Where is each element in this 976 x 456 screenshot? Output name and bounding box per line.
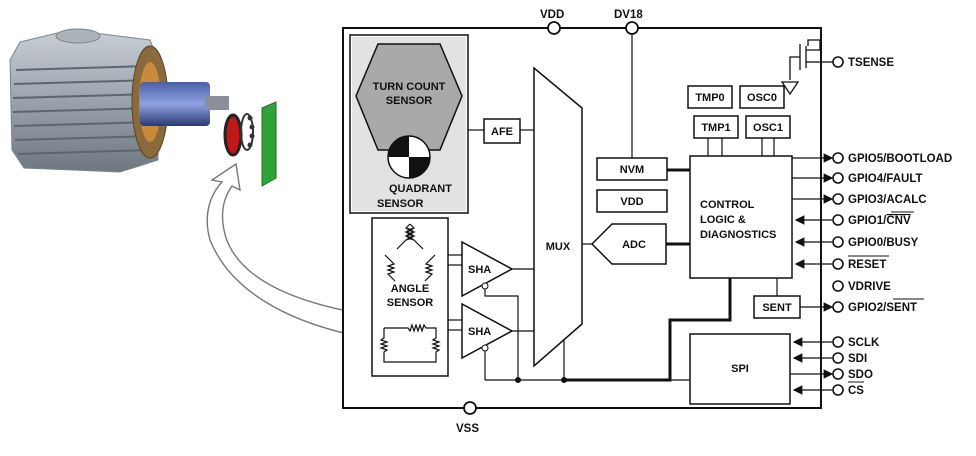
control-logic-block: CONTROL LOGIC & DIAGNOSTICS	[689, 155, 793, 279]
svg-text:SENT: SENT	[762, 302, 792, 314]
svg-text:AFE: AFE	[491, 126, 513, 138]
svg-text:GPIO5/BOOTLOAD: GPIO5/BOOTLOAD	[848, 153, 952, 165]
svg-text:TMP0: TMP0	[695, 92, 724, 104]
svg-text:GPIO0/BUSY: GPIO0/BUSY	[848, 237, 919, 249]
svg-text:VSS: VSS	[456, 423, 479, 435]
svg-text:ADC: ADC	[622, 239, 646, 251]
pin-reset: RESET	[794, 255, 889, 271]
pin-tsense: TSENSE	[832, 56, 894, 69]
svg-text:SHA: SHA	[468, 326, 491, 338]
pin-vdrive: VDRIVE	[832, 280, 891, 293]
svg-text:VDD: VDD	[540, 9, 564, 21]
pin-gpio5: GPIO5/BOOTLOAD	[792, 152, 952, 165]
svg-text:RESET: RESET	[848, 259, 886, 271]
afe-block: AFE	[468, 118, 534, 144]
turn-count-sensor: TURN COUNT SENSOR	[355, 43, 463, 151]
osc0-block: OSC0	[739, 85, 785, 109]
sha-bottom: SHA	[461, 302, 534, 360]
svg-text:SDI: SDI	[848, 353, 867, 365]
svg-text:TMP1: TMP1	[701, 122, 730, 134]
data-buses	[564, 168, 732, 382]
svg-text:SCLK: SCLK	[848, 337, 880, 349]
angle-wires	[448, 254, 462, 331]
svg-text:SPI: SPI	[731, 363, 749, 375]
tmp-osc-links	[707, 138, 775, 156]
pin-gpio3: GPIO3/ACALC	[792, 193, 927, 206]
quadrant-label-1: QUADRANT	[389, 183, 452, 195]
svg-text:SHA: SHA	[468, 264, 491, 276]
svg-text:OSC1: OSC1	[753, 122, 783, 134]
pin-gpio1: GPIO1/CNV	[794, 211, 914, 227]
svg-text:CONTROL: CONTROL	[700, 199, 755, 211]
angle-label-2: SENSOR	[387, 297, 434, 309]
motor-illustration	[9, 28, 277, 187]
tmp0-block: TMP0	[687, 85, 733, 109]
pin-gpio2: GPIO2/SENT	[800, 298, 924, 314]
resistor-loop-icon	[379, 323, 441, 363]
svg-text:GPIO4/FAULT: GPIO4/FAULT	[848, 173, 923, 185]
svg-text:CS: CS	[848, 385, 864, 397]
svg-text:VDD: VDD	[620, 196, 643, 208]
svg-text:TSENSE: TSENSE	[848, 57, 894, 69]
sent-block: SENT	[753, 278, 801, 319]
tmp1-block: TMP1	[693, 115, 739, 139]
angle-label-1: ANGLE	[391, 283, 430, 295]
quadrant-sensor-icon	[387, 135, 431, 179]
quadrant-label-2: SENSOR	[377, 198, 424, 210]
svg-text:GPIO2/SENT: GPIO2/SENT	[848, 302, 917, 314]
svg-text:VDRIVE: VDRIVE	[848, 281, 891, 293]
nvm-block: NVM	[596, 34, 668, 181]
svg-text:DV18: DV18	[614, 9, 643, 21]
pin-cs: CS	[792, 381, 864, 397]
svg-text:MUX: MUX	[546, 241, 571, 253]
svg-text:SDO: SDO	[848, 369, 873, 381]
osc1-block: OSC1	[745, 115, 791, 139]
angle-sensor-frame	[371, 217, 449, 377]
pin-sclk: SCLK	[792, 336, 880, 349]
sha-top: SHA	[461, 240, 534, 298]
mux-block: MUX	[533, 66, 583, 368]
pin-gpio0: GPIO0/BUSY	[794, 236, 919, 249]
spi-block: SPI	[689, 333, 791, 405]
svg-text:OSC0: OSC0	[747, 92, 777, 104]
svg-text:SENSOR: SENSOR	[386, 95, 433, 107]
bridge-resistor-icon	[384, 223, 436, 282]
svg-text:NVM: NVM	[620, 164, 644, 176]
curved-arrow-icon	[206, 162, 353, 336]
pin-vdd: VDD	[540, 9, 564, 35]
svg-text:DIAGNOSTICS: DIAGNOSTICS	[700, 229, 776, 241]
svg-text:LOGIC &: LOGIC &	[700, 214, 746, 226]
tsense-transistor-icon	[780, 39, 833, 96]
adc-block: ADC	[590, 223, 667, 265]
svg-text:TURN COUNT: TURN COUNT	[373, 81, 446, 93]
vdd-regulator-block: VDD	[596, 189, 668, 213]
pin-sdo: SDO	[790, 368, 873, 381]
pin-sdi: SDI	[792, 352, 867, 365]
pin-vss: VSS	[456, 401, 479, 435]
svg-text:GPIO3/ACALC: GPIO3/ACALC	[848, 194, 927, 206]
svg-text:GPIO1/CNV: GPIO1/CNV	[848, 215, 911, 227]
pin-gpio4: GPIO4/FAULT	[792, 172, 923, 185]
